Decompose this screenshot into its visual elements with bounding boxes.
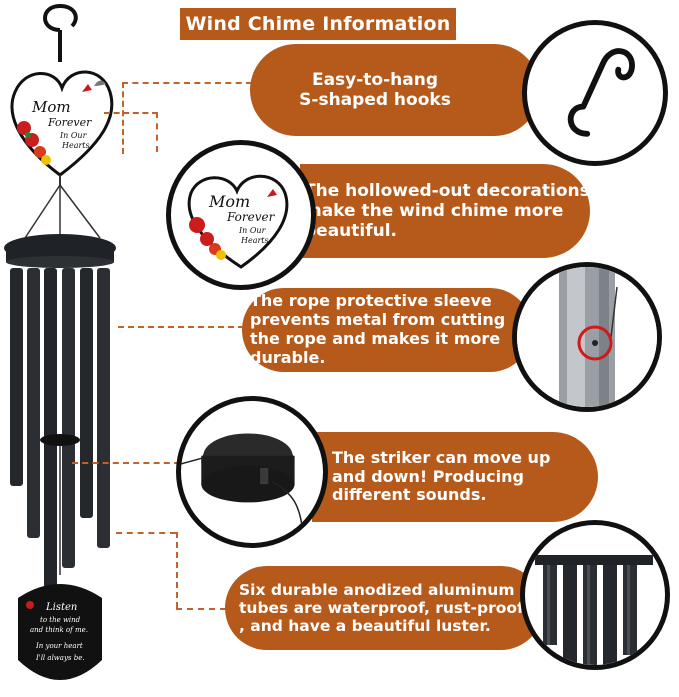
feature-rope-sleeve: The rope protective sleeve prevents meta… <box>242 288 532 372</box>
heart-text-line4: Hearts <box>61 141 90 150</box>
svg-text:In Our: In Our <box>238 226 267 235</box>
sail-text-line5: I'll always be. <box>35 654 85 662</box>
sleeve-highlight-icon <box>577 325 613 361</box>
connector-line <box>104 112 158 114</box>
feature-decoration: The hollowed-out decorations make the wi… <box>300 164 590 258</box>
heart-decoration-detail-image: Mom Forever In Our Hearts <box>166 140 316 290</box>
wind-sail-icon <box>18 584 102 680</box>
s-hook-icon <box>43 3 78 32</box>
wind-chime-product-image: Mom Forever In Our Hearts Listen to the <box>0 0 180 697</box>
svg-text:Hearts: Hearts <box>240 236 269 245</box>
feature-striker: The striker can move up and down! Produc… <box>312 432 598 522</box>
svg-text:Mom: Mom <box>208 192 250 211</box>
connector-line <box>176 608 226 610</box>
connector-line <box>122 82 124 154</box>
rope-sleeve-detail-image <box>512 262 662 412</box>
connector-line <box>156 112 158 152</box>
sail-text-line1: Listen <box>45 602 77 613</box>
svg-text:Forever: Forever <box>226 210 276 224</box>
connector-line <box>118 326 244 328</box>
tubes-detail-image <box>520 520 670 670</box>
connector-line <box>122 82 252 84</box>
connector-line <box>72 462 180 464</box>
feature-tubes: Six durable anodized aluminum tubes are … <box>225 566 543 650</box>
heart-text-line3: In Our <box>59 131 88 140</box>
heart-text-line1: Mom <box>31 98 71 116</box>
connector-line <box>116 532 176 534</box>
sail-text-line2: to the wind <box>40 616 81 624</box>
sail-text-line4: In your heart <box>35 642 83 650</box>
page-title: Wind Chime Information <box>180 8 456 40</box>
hook-detail-image <box>522 20 668 166</box>
heart-text-line2: Forever <box>47 116 92 129</box>
feature-hook: Easy-to-hang S-shaped hooks <box>250 44 540 136</box>
striker-detail-image <box>176 396 328 548</box>
sail-text-line3: and think of me. <box>30 626 88 634</box>
striker-icon <box>40 434 80 446</box>
connector-line <box>176 532 178 608</box>
s-hook-icon <box>567 48 635 137</box>
